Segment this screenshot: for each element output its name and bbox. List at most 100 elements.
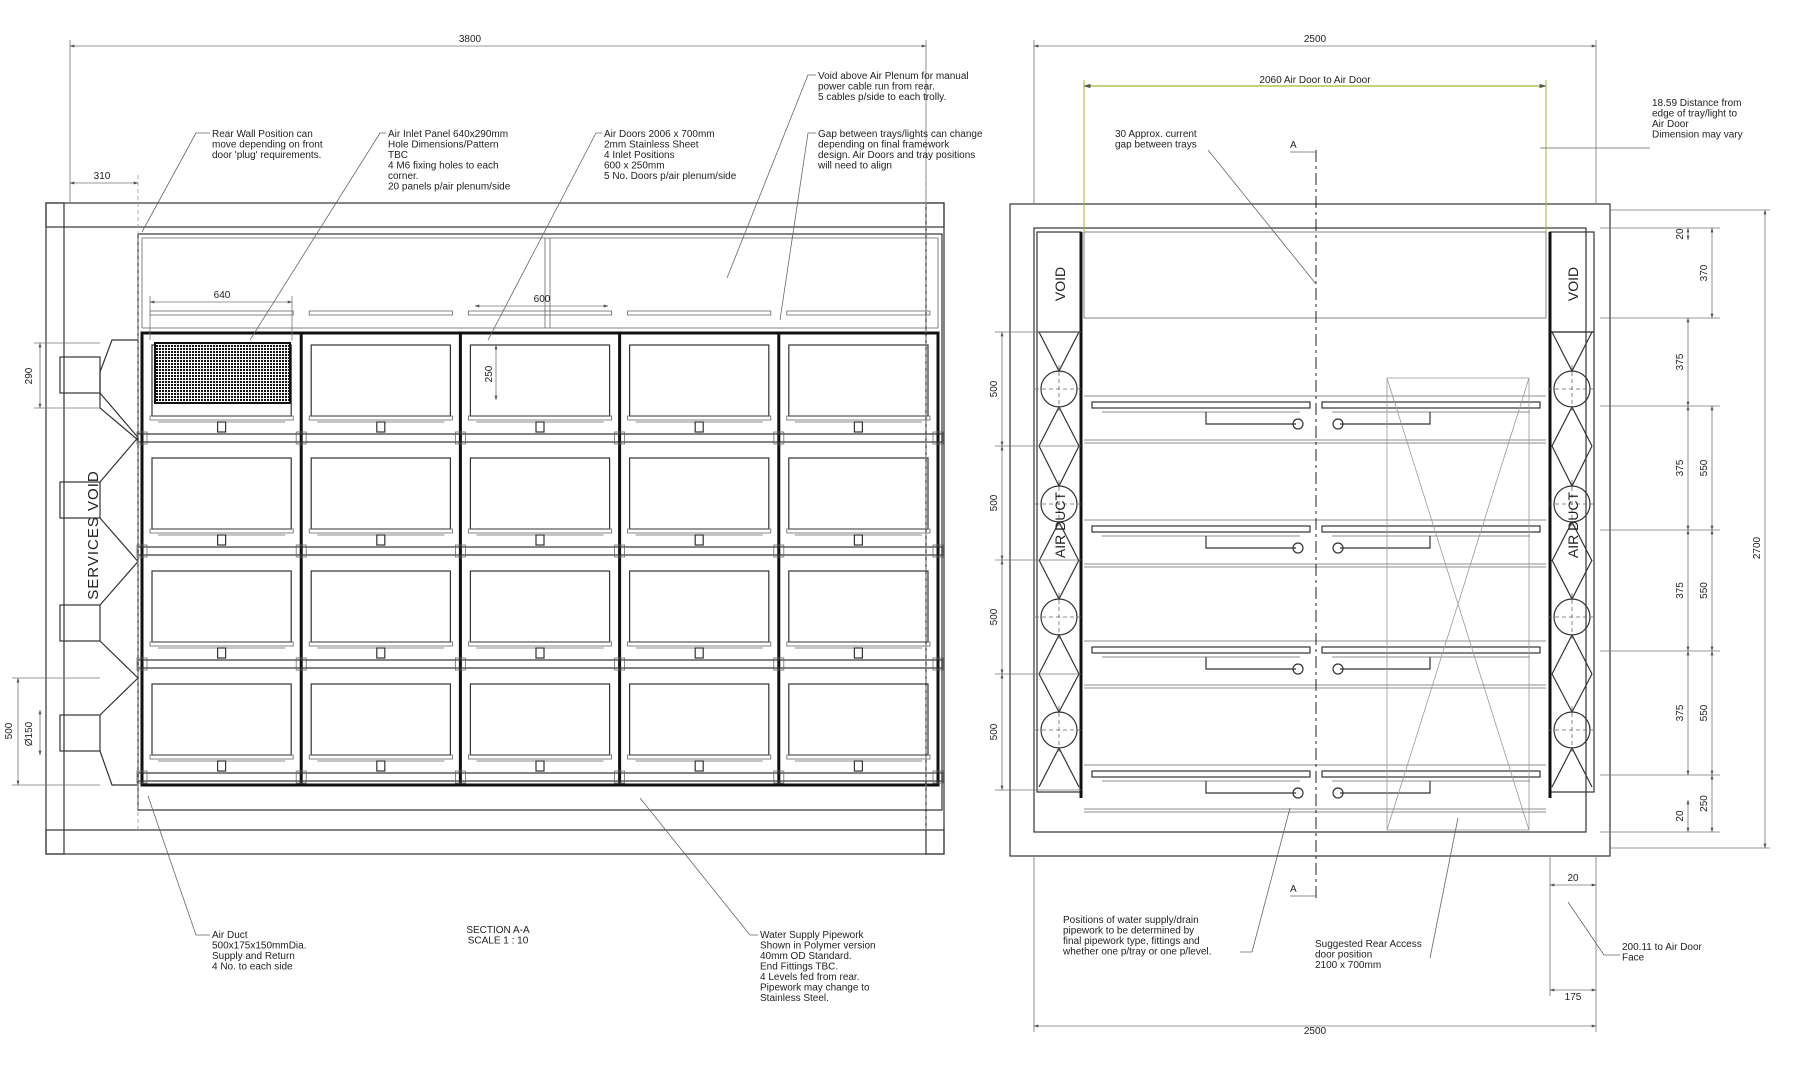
- dim-375-1: 375: [1675, 353, 1686, 370]
- air-door: [788, 683, 929, 756]
- air-door: [151, 457, 292, 530]
- top-shelf-rail: [467, 310, 612, 316]
- air-door: [310, 344, 452, 417]
- air-duct: [59, 481, 101, 519]
- tray-lip: [786, 641, 931, 647]
- air-door: [310, 570, 452, 643]
- note-line: design. Air Doors and tray positions: [818, 150, 975, 161]
- tray-lip: [627, 641, 772, 647]
- dim-500-level-2: 500: [989, 494, 1000, 511]
- note-line: move depending on front: [212, 140, 323, 151]
- tray-lip: [149, 641, 294, 647]
- pipe-fitting: [376, 647, 386, 659]
- pipe-joint: [932, 657, 944, 671]
- drain-pipe: [1205, 781, 1296, 794]
- pipe-fitting: [217, 647, 227, 659]
- dim-550-3: 550: [1699, 704, 1710, 721]
- pipe-joint: [932, 544, 944, 558]
- dim-310: 310: [94, 171, 111, 182]
- duct-fin: [1038, 633, 1080, 675]
- supply-pipe: [1340, 536, 1431, 549]
- pipe-joint: [454, 544, 466, 558]
- dim-dia-150: Ø150: [24, 721, 35, 746]
- duct-transition: [99, 640, 139, 716]
- pipe-joint: [295, 544, 307, 558]
- dim-20-top: 20: [1675, 228, 1686, 240]
- pipe-fitting: [535, 760, 545, 772]
- air-door: [469, 570, 611, 643]
- air-door: [788, 570, 929, 643]
- note-line: pipework to be determined by: [1063, 926, 1194, 937]
- pipe-joint: [932, 770, 944, 784]
- pipe-joint: [932, 431, 944, 445]
- dim-250: 250: [484, 365, 495, 382]
- duct-transition: [99, 517, 139, 606]
- note-line: Dimension may vary: [1652, 130, 1743, 141]
- dim-3800: 3800: [459, 34, 482, 45]
- pipe-fitting: [217, 760, 227, 772]
- supply-pipe: [1340, 412, 1431, 425]
- tray-lip: [786, 528, 931, 534]
- drain-pipe: [1205, 536, 1296, 549]
- pipe-joint: [614, 657, 625, 671]
- note-line: Supply and Return: [212, 951, 295, 962]
- pipe-end: [1292, 663, 1304, 675]
- air-door: [469, 457, 611, 530]
- note-line: depending on final framework: [818, 140, 950, 151]
- note-line: 500x175x150mmDia.: [212, 941, 307, 952]
- dim-550-1: 550: [1699, 459, 1710, 476]
- water-supply-pipe: [137, 546, 943, 556]
- note-line: door position: [1315, 950, 1372, 961]
- tray-lip: [467, 415, 612, 421]
- note-line: 18.59 Distance from: [1652, 98, 1742, 109]
- note-line: Air Duct: [212, 930, 248, 941]
- note-line: 5 cables p/side to each trolly.: [818, 92, 946, 103]
- note-line: Air Inlet Panel 640x290mm: [388, 129, 508, 140]
- tray: [1321, 525, 1541, 533]
- note-line: corner.: [388, 171, 419, 182]
- tray-lip: [467, 754, 612, 760]
- air-duct: [59, 604, 101, 642]
- note-line: edge of tray/light to: [1652, 109, 1737, 120]
- note-line: 4 Inlet Positions: [604, 150, 675, 161]
- note-line: End Fittings TBC.: [760, 962, 838, 973]
- note-line: Suggested Rear Access: [1315, 939, 1422, 950]
- tray: [1091, 401, 1311, 409]
- pipe-fitting: [217, 421, 227, 433]
- water-supply-pipe: [137, 659, 943, 669]
- dim-640: 640: [214, 290, 231, 301]
- dim-370: 370: [1699, 264, 1710, 281]
- pipe-joint: [295, 431, 307, 445]
- right-dimensions: 2500 2060 Air Door to Air Door 2500 2700…: [989, 34, 1770, 1037]
- tray: [1321, 770, 1541, 778]
- water-supply-pipe: [137, 772, 943, 782]
- note-line: will need to align: [817, 161, 892, 172]
- dim-20-bottom: 20: [1675, 810, 1686, 822]
- pipe-end: [1332, 663, 1344, 675]
- left-dimensions: 3800 310 640 600 250 290 500 Ø150: [4, 34, 927, 786]
- tray-lip: [308, 641, 453, 647]
- dim-2500-top: 2500: [1304, 34, 1327, 45]
- pipe-joint: [614, 770, 625, 784]
- note-line: SCALE 1 : 10: [468, 936, 529, 947]
- pipe-joint: [773, 657, 785, 671]
- pipe-joint: [136, 770, 148, 784]
- air-door: [628, 457, 770, 530]
- note-line: Stainless Steel.: [760, 993, 829, 1004]
- air-door: [151, 683, 292, 756]
- tray-lip: [149, 415, 294, 421]
- pipe-joint: [773, 770, 785, 784]
- top-shelf-rail: [786, 310, 931, 316]
- tray: [1321, 401, 1541, 409]
- tray-lip: [308, 415, 453, 421]
- note-line: Water Supply Pipework: [760, 930, 865, 941]
- tray-lip: [149, 528, 294, 534]
- dim-20-side: 20: [1567, 873, 1579, 884]
